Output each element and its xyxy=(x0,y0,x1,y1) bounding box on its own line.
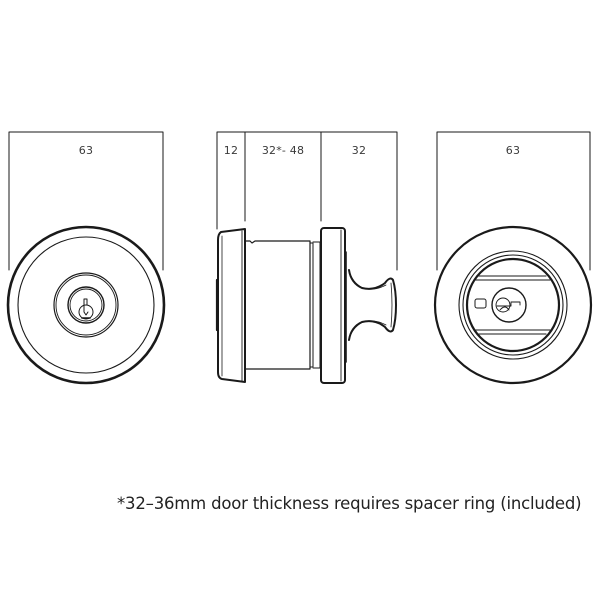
front-escutcheon-outer xyxy=(6,225,166,385)
rear-width-label: 63 xyxy=(505,144,521,157)
thumb-turn-knob-profile xyxy=(348,269,397,341)
keyway-icon xyxy=(78,298,94,320)
indicator-window xyxy=(474,298,487,309)
thumb-turn-rim xyxy=(465,257,561,353)
front-width-label: 63 xyxy=(78,144,94,157)
inside-escutcheon-profile xyxy=(320,227,346,384)
front-width-dimension-line xyxy=(8,131,164,271)
outside-escutcheon-profile xyxy=(217,228,246,383)
cylinder-ring-outer xyxy=(53,272,119,338)
emergency-release-disk xyxy=(491,287,527,323)
side-view xyxy=(215,131,398,384)
cylinder-ring-inner xyxy=(55,274,117,336)
outside-escutcheon-depth-label: 12 xyxy=(223,144,239,157)
lock-body-profile xyxy=(244,240,311,370)
rear-escutcheon-ring xyxy=(458,250,568,360)
key-symbol-icon xyxy=(495,297,521,313)
rear-view xyxy=(433,131,593,385)
footnote: *32–36mm door thickness requires spacer … xyxy=(117,494,582,513)
rear-width-dimension-line xyxy=(436,131,591,271)
front-view xyxy=(6,131,166,385)
inside-projection-label: 32 xyxy=(351,144,367,157)
cylinder-face-inner xyxy=(69,288,103,322)
door-thickness-label: 32*- 48 xyxy=(261,144,305,157)
front-escutcheon-inner xyxy=(17,236,155,374)
thumb-turn-bar xyxy=(473,275,551,335)
side-dimension-line xyxy=(216,131,398,271)
rear-escutcheon-outer xyxy=(433,225,593,385)
cylinder-face-outer xyxy=(67,286,105,324)
